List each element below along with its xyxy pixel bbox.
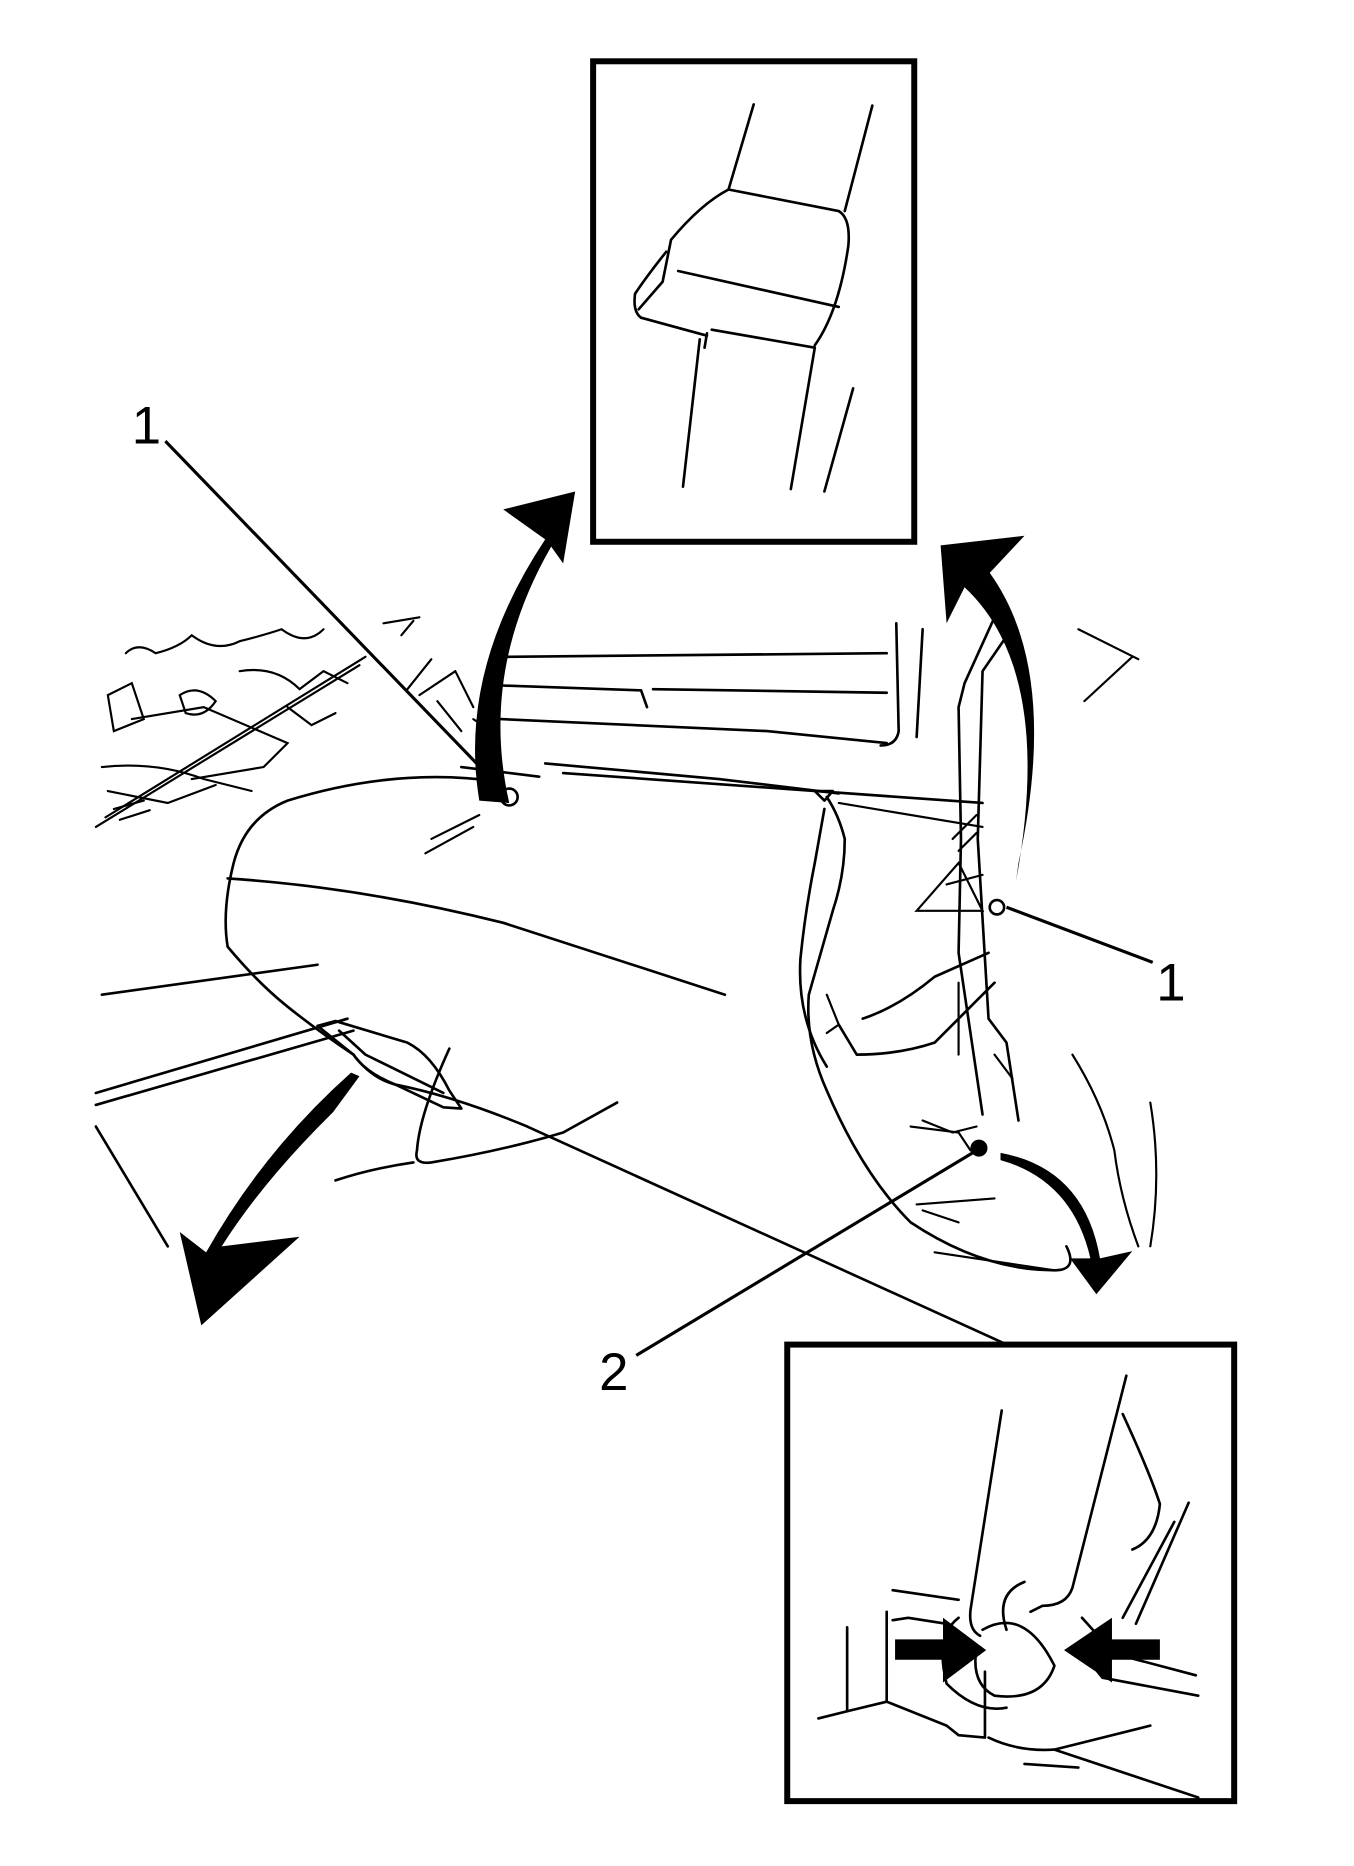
arrow-up-left-icon [475,491,576,803]
seat-lower-floor [94,951,1158,1248]
seat-cushion [224,775,1072,1368]
leader-line-1-right [1005,905,1154,964]
arrow-up-right-icon [940,535,1035,881]
inset-bottom-detail [784,1341,1238,1805]
inset-top-detail [590,58,918,545]
pillar-trim [914,615,1020,1134]
callouts: 1 1 2 [132,397,1186,1403]
callout-label-2: 2 [599,1343,628,1402]
motion-arrows [179,491,1133,1326]
seat-back-outline [460,621,1140,829]
arrow-down-right-icon [1000,1152,1133,1295]
bolt-fasteners [499,787,1006,1157]
leader-line-2 [635,1149,978,1357]
leader-line-1-left [164,440,505,793]
squeeze-arrow-left-icon [1064,1617,1160,1683]
squeeze-arrow-right-icon [895,1617,987,1683]
background-clutter [94,616,493,829]
callout-label-1-left: 1 [132,397,161,456]
callout-label-1-right: 1 [1156,954,1185,1013]
bolt-right-icon [988,898,1006,916]
arrow-down-left-icon [179,1072,360,1326]
